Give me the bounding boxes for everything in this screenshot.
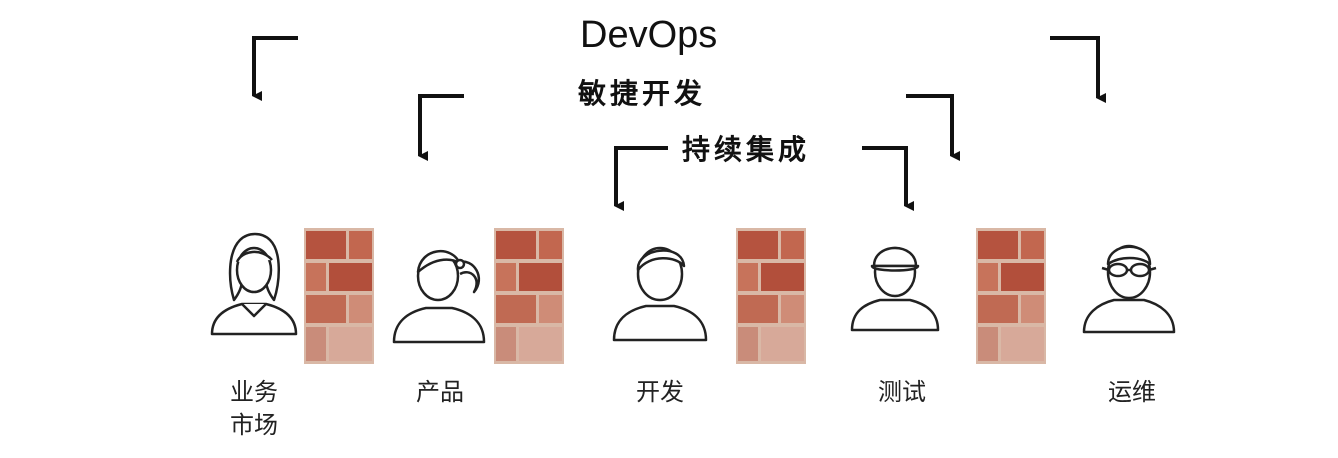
brick-wall-icon [976, 228, 1046, 364]
role-label-business: 业务 市场 [224, 376, 284, 442]
devops-title: DevOps [580, 14, 718, 56]
role-label-development: 开发 [630, 376, 690, 409]
ops-person-icon [1082, 244, 1176, 334]
agile-left-arrow [418, 94, 464, 161]
role-label-testing: 测试 [872, 376, 932, 409]
tester-person-icon [850, 246, 940, 332]
role-label-line: 业务 [230, 378, 278, 406]
developer-person-icon [612, 246, 708, 342]
product-person-icon [392, 249, 486, 344]
ci-label: 持续集成 [682, 133, 811, 166]
ci-right-arrow [862, 146, 914, 211]
agile-label: 敏捷开发 [578, 77, 707, 110]
brick-wall-icon [494, 228, 564, 364]
role-label-line: 运维 [1108, 378, 1156, 406]
role-label-operations: 运维 [1102, 376, 1162, 409]
business-person-icon [210, 232, 298, 336]
devops-right-arrow [1050, 36, 1106, 103]
role-label-line: 产品 [416, 378, 464, 406]
devops-left-arrow [252, 36, 298, 101]
role-label-line: 市场 [230, 411, 278, 439]
role-label-line: 测试 [878, 378, 926, 406]
brick-wall-icon [304, 228, 374, 364]
role-label-line: 开发 [636, 378, 684, 406]
ci-left-arrow [614, 146, 668, 211]
agile-right-arrow [906, 94, 960, 161]
role-label-product: 产品 [410, 376, 470, 409]
brick-wall-icon [736, 228, 806, 364]
